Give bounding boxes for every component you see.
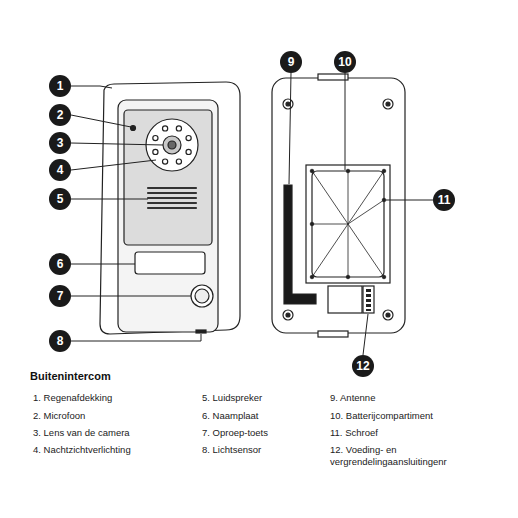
connector-block <box>363 286 374 313</box>
part-name: 5. Luidspreker <box>202 392 262 404</box>
callout-text: 10 <box>338 55 351 69</box>
part-name: 3. Lens van de camera <box>33 427 130 439</box>
top-tab <box>318 74 348 80</box>
ray <box>312 171 348 224</box>
led <box>186 149 191 154</box>
part-name: 11. Schroef <box>330 427 378 439</box>
light-sensor <box>196 330 206 333</box>
callout-number: 1 <box>49 75 71 97</box>
callout-number: 2 <box>49 104 71 126</box>
battery-cover <box>312 171 384 277</box>
part-name: 8. Lichtsensor <box>202 444 261 456</box>
callout-text: 1 <box>57 79 64 93</box>
callout-text: 5 <box>57 192 64 206</box>
callout-number: 5 <box>49 188 71 210</box>
leader-lines-back <box>289 73 433 355</box>
camera-lens <box>163 136 181 154</box>
leader-lines <box>71 86 201 341</box>
screw-dot <box>382 169 386 173</box>
callout-text: 4 <box>57 163 64 177</box>
callout-text: 2 <box>57 108 64 122</box>
legend-title: Buitenintercom <box>30 370 111 382</box>
callout-number: 9 <box>280 51 302 73</box>
screw-dot <box>382 198 386 202</box>
part-name: 4. Nachtzichtverlichting <box>33 444 131 456</box>
connector-pins <box>366 289 371 311</box>
callout-text: 12 <box>356 359 369 373</box>
part-name: 10. Batterijcompartiment <box>330 410 433 422</box>
back-housing <box>272 78 405 333</box>
speaker-grille <box>148 188 196 208</box>
battery-compartment <box>306 165 390 283</box>
callout-text: 8 <box>57 334 64 348</box>
screw-dot <box>310 169 314 173</box>
screw-holes <box>283 99 393 320</box>
part-name: 12. Voeding- en vergrendelingaansluiting… <box>330 444 480 468</box>
lens-center <box>168 141 176 149</box>
callout-number: 11 <box>433 189 455 211</box>
led <box>153 149 158 154</box>
nameplate <box>135 252 205 274</box>
bottom-tab <box>318 331 348 337</box>
screw-dot <box>310 275 314 279</box>
part-name: 7. Oproep-toets <box>202 427 268 439</box>
microphone <box>131 126 136 131</box>
callout-number: 8 <box>49 330 71 352</box>
led <box>176 126 181 131</box>
led <box>153 136 158 141</box>
callout-text: 11 <box>438 193 451 207</box>
front-plate <box>118 100 218 332</box>
screw-dot <box>382 275 386 279</box>
callout-number: 7 <box>49 285 71 307</box>
ray <box>348 200 384 224</box>
callout-number: 3 <box>49 132 71 154</box>
callout-text: 9 <box>288 55 295 69</box>
part-name: 1. Regenafdekking <box>33 392 112 404</box>
callout-text: 3 <box>57 136 64 150</box>
part-name: 6. Naamplaat <box>202 410 259 422</box>
led <box>186 136 191 141</box>
ray <box>348 224 349 277</box>
callout-text: 6 <box>57 257 64 271</box>
connector-frame <box>328 286 362 313</box>
screw-dot <box>346 275 350 279</box>
ray <box>348 224 384 277</box>
callout-number: 6 <box>49 253 71 275</box>
screw-dot <box>310 222 314 226</box>
led <box>163 159 168 164</box>
callout-number: 4 <box>49 159 71 181</box>
callout-number: 12 <box>352 355 374 377</box>
callout-number: 10 <box>334 51 356 73</box>
part-name: 2. Microfoon <box>33 410 85 422</box>
compartment-lines <box>310 169 386 279</box>
ray <box>348 171 349 224</box>
part-name: 9. Antenne <box>330 392 375 404</box>
led <box>163 126 168 131</box>
ray <box>312 224 348 277</box>
call-button-inner <box>195 289 209 303</box>
callout-text: 7 <box>57 289 64 303</box>
ray <box>312 224 348 225</box>
camera-panel <box>124 110 212 245</box>
screw-dot <box>346 169 350 173</box>
call-button <box>191 285 213 307</box>
antenna <box>284 185 316 304</box>
led <box>176 159 181 164</box>
ray <box>348 171 384 224</box>
